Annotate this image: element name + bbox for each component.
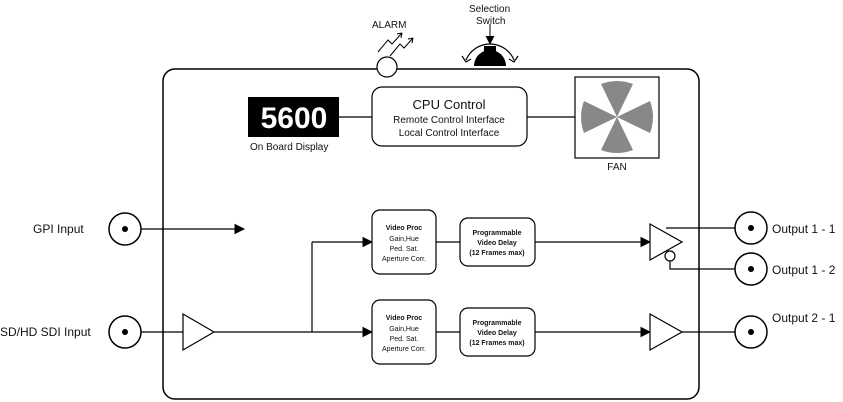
fan-label: FAN xyxy=(607,162,626,173)
video-proc-1-line-2: Ped. Sat. xyxy=(390,246,419,253)
output-2-1-label: Output 2 - 1 xyxy=(772,311,836,325)
display-value: 5600 xyxy=(261,102,328,135)
on-board-display: 5600 On Board Display xyxy=(248,97,339,153)
video-proc-1-line-1: Gain,Hue xyxy=(389,236,419,243)
video-delay-1-line-3: (12 Frames max) xyxy=(469,250,524,257)
video-delay-2-line-3: (12 Frames max) xyxy=(469,340,524,347)
video-proc-2-line-2: Ped. Sat. xyxy=(390,336,419,343)
sdi-input: SD/HD SDI Input xyxy=(0,312,312,352)
display-label: On Board Display xyxy=(250,142,328,153)
cpu-line-1: Remote Control Interface xyxy=(393,115,505,126)
output-driver-1 xyxy=(649,222,735,270)
video-delay-block-2: Programmable Video Delay (12 Frames max) xyxy=(459,307,536,357)
cpu-control-block: CPU Control Remote Control Interface Loc… xyxy=(371,86,528,147)
video-proc-1-line-3: Aperture Corr. xyxy=(382,256,426,263)
selection-switch-label-1: Selection xyxy=(469,4,510,15)
gpi-input: GPI Input xyxy=(33,212,246,246)
video-delay-1-line-2: Video Delay xyxy=(477,240,517,247)
video-proc-2-title: Video Proc xyxy=(386,315,423,322)
selection-switch[interactable]: Selection Switch xyxy=(461,4,519,66)
rotary-switch-knob-icon[interactable] xyxy=(474,50,506,66)
alarm-label: ALARM xyxy=(372,20,406,31)
alarm-led-icon xyxy=(376,56,398,78)
cpu-title: CPU Control xyxy=(413,97,486,112)
video-delay-2-line-2: Video Delay xyxy=(477,330,517,337)
inverting-bubble-icon xyxy=(664,250,676,262)
alarm-indicator: ALARM xyxy=(372,20,414,78)
output-1-1-label: Output 1 - 1 xyxy=(772,222,836,236)
gpi-input-label: GPI Input xyxy=(33,222,84,236)
alarm-rays-icon xyxy=(377,32,414,57)
fan-blades-icon xyxy=(581,81,653,153)
video-delay-1-line-1: Programmable xyxy=(472,230,521,237)
output-amp-2-icon xyxy=(649,312,684,352)
cpu-line-2: Local Control Interface xyxy=(399,128,500,139)
video-delay-block-1: Programmable Video Delay (12 Frames max) xyxy=(459,217,536,267)
sdi-input-label: SD/HD SDI Input xyxy=(0,325,91,339)
video-proc-block-2: Video Proc Gain,Hue Ped. Sat. Aperture C… xyxy=(371,299,437,365)
video-proc-2-line-3: Aperture Corr. xyxy=(382,346,426,353)
output-1-2: Output 1 - 2 xyxy=(734,252,836,286)
selection-switch-label-2: Switch xyxy=(476,16,505,27)
video-proc-block-1: Video Proc Gain,Hue Ped. Sat. Aperture C… xyxy=(371,209,437,275)
output-amp-1-icon xyxy=(649,222,684,262)
video-proc-1-title: Video Proc xyxy=(386,225,423,232)
fan-block: FAN xyxy=(574,76,660,173)
video-delay-2-line-1: Programmable xyxy=(472,320,521,327)
output-1-1: Output 1 - 1 xyxy=(734,211,836,245)
input-buffer-amp-icon xyxy=(182,312,216,352)
output-1-2-label: Output 1 - 2 xyxy=(772,263,836,277)
output-2-1: Output 2 - 1 xyxy=(734,311,836,349)
video-proc-2-line-1: Gain,Hue xyxy=(389,326,419,333)
